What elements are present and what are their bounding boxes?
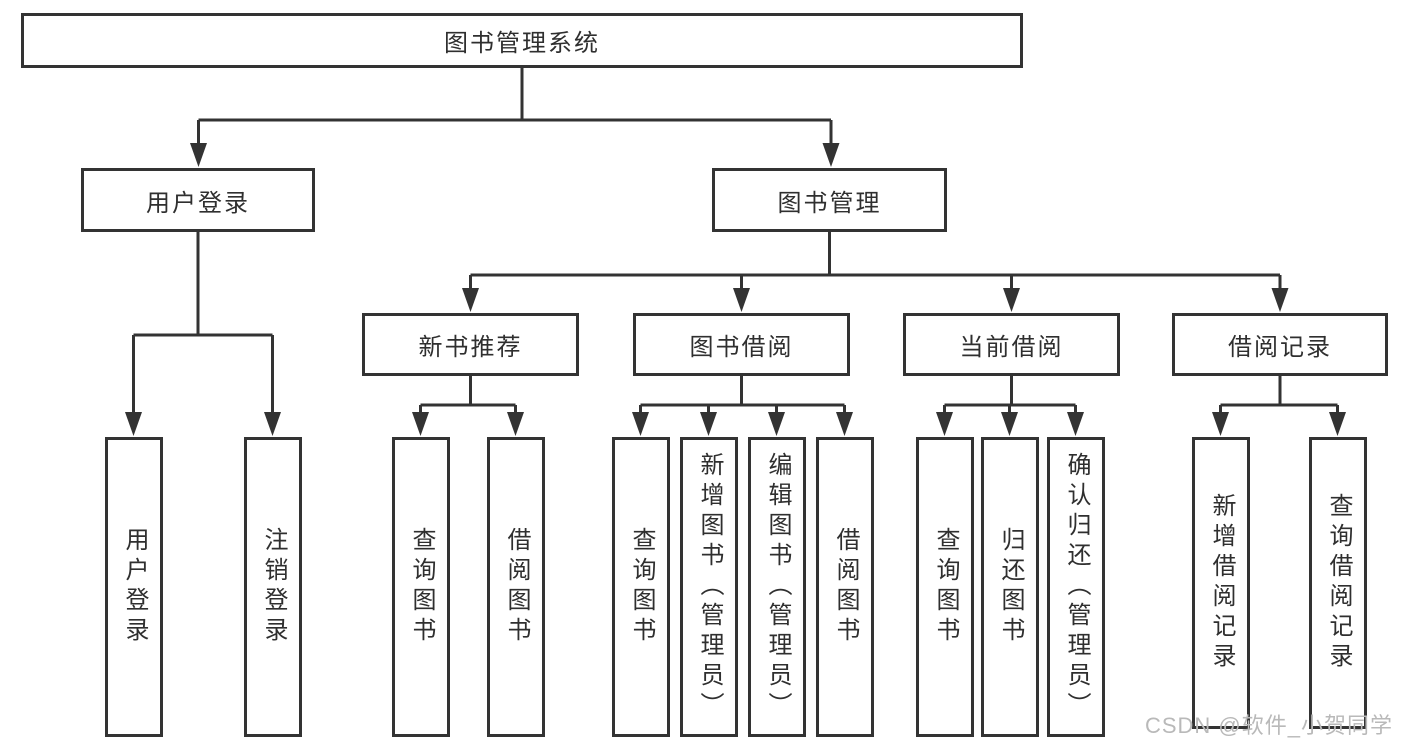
leaf-confirm-return-admin: 确认归还（管理员）: [1047, 437, 1105, 737]
leaf-user-login: 用户登录: [105, 437, 163, 737]
node-current-borrow: 当前借阅: [903, 313, 1120, 376]
leaf-query-books-borrow: 查询图书: [612, 437, 670, 737]
csdn-watermark: CSDN @软件_小贺同学: [1144, 713, 1393, 738]
node-book-borrow: 图书借阅: [633, 313, 850, 376]
node-user-login: 用户登录: [81, 168, 315, 232]
leaf-query-books-current: 查询图书: [916, 437, 974, 737]
leaf-return-books: 归还图书: [981, 437, 1039, 737]
node-borrow-records: 借阅记录: [1172, 313, 1388, 376]
leaf-borrow-books-borrow: 借阅图书: [816, 437, 874, 737]
leaf-add-borrow-record: 新增借阅记录: [1192, 437, 1250, 729]
leaf-borrow-books-recommend: 借阅图书: [487, 437, 545, 737]
leaf-edit-books-admin: 编辑图书（管理员）: [748, 437, 806, 737]
leaf-query-books-recommend: 查询图书: [392, 437, 450, 737]
node-system-root: 图书管理系统: [21, 13, 1023, 68]
leaf-query-borrow-record: 查询借阅记录: [1309, 437, 1367, 729]
node-book-management: 图书管理: [712, 168, 947, 232]
node-new-book-recommend: 新书推荐: [362, 313, 579, 376]
leaf-add-books-admin: 新增图书（管理员）: [680, 437, 738, 737]
leaf-logout: 注销登录: [244, 437, 302, 737]
